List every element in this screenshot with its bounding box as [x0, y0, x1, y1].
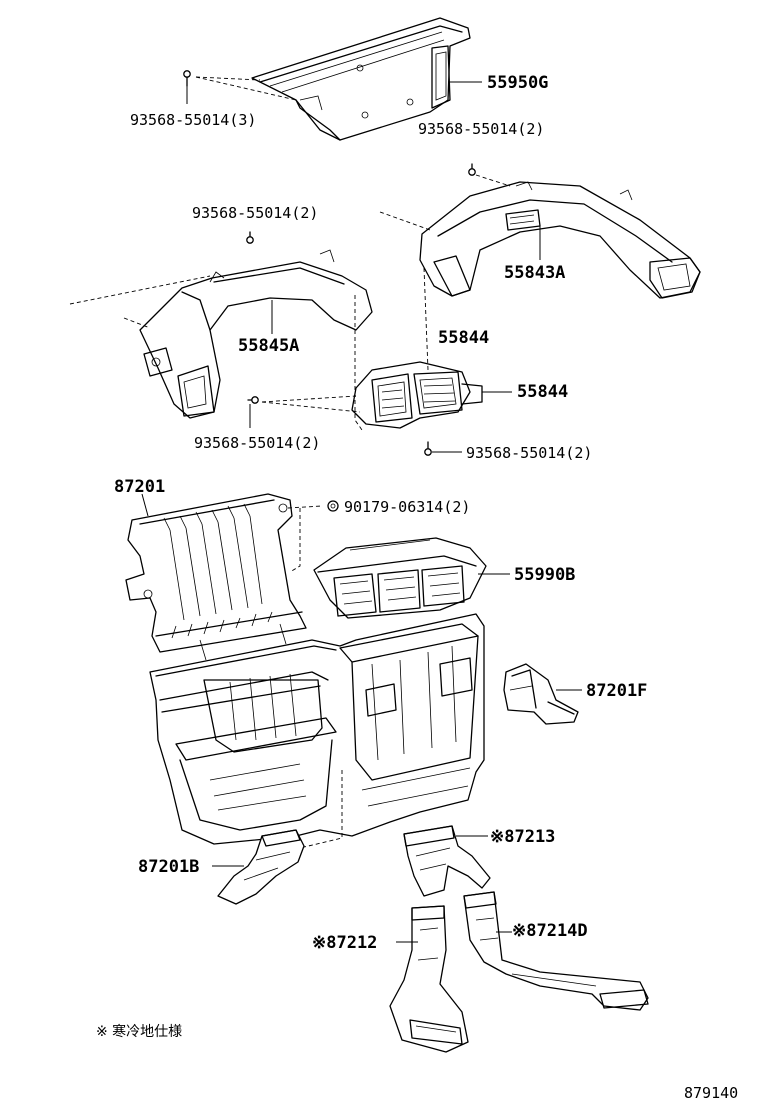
part-label-screw-lower-left: 93568-55014(2) [194, 434, 320, 452]
duct-87213[interactable] [403, 825, 491, 897]
part-label-screw-lower-right: 93568-55014(2) [466, 444, 592, 462]
part-label-screw-55843A: 93568-55014(2) [418, 120, 544, 138]
leader-line [141, 493, 149, 517]
air-duct-87201[interactable] [125, 493, 307, 653]
screw-icon [247, 396, 259, 404]
part-label-55844-lower: 55844 [517, 382, 568, 402]
part-label-screw-55845A: 93568-55014(2) [192, 204, 318, 222]
screw-icon [246, 231, 254, 244]
dashed-locator-line [261, 395, 361, 413]
center-register-55844[interactable] [351, 361, 483, 429]
part-label-87214D: ※87214D [512, 921, 588, 941]
part-label-87201: 87201 [114, 477, 165, 497]
duct-87214D[interactable] [463, 891, 649, 1011]
nut-icon [327, 500, 339, 512]
footnote-cold-climate-spec: ※ 寒冷地仕様 [96, 1023, 182, 1040]
figure-number: 879140 [684, 1084, 738, 1102]
duct-87212[interactable] [389, 905, 469, 1053]
part-label-55843A: 55843A [504, 263, 565, 283]
side-duct-55845A[interactable] [139, 249, 373, 419]
dashed-locator-line [287, 505, 323, 573]
dashed-locator-line [379, 174, 511, 231]
defroster-nozzle-55950G[interactable] [251, 17, 471, 141]
part-label-87213: ※87213 [490, 827, 555, 847]
part-label-55844-upper: 55844 [438, 328, 489, 348]
dashed-locator-line [299, 770, 343, 849]
side-duct-55843A[interactable] [419, 181, 701, 299]
part-label-55950G: 55950G [487, 73, 548, 93]
screw-icon [183, 70, 191, 87]
part-label-87212: ※87212 [312, 933, 377, 953]
part-label-55845A: 55845A [238, 336, 299, 356]
screw-icon [424, 441, 432, 456]
duct-87201B[interactable] [217, 829, 305, 905]
screw-icon [468, 163, 476, 176]
center-register-55990B[interactable] [313, 537, 487, 619]
part-label-55990B: 55990B [514, 565, 575, 585]
part-label-87201F: 87201F [586, 681, 647, 701]
part-label-87201B: 87201B [138, 857, 199, 877]
duct-87201F[interactable] [503, 663, 579, 725]
hvac-unit [149, 613, 485, 845]
part-label-screw-55950G: 93568-55014(3) [130, 111, 256, 129]
dashed-locator-line [354, 267, 429, 431]
part-label-nut-90179: 90179-06314(2) [344, 498, 470, 516]
dashed-locator-line [69, 275, 211, 329]
dashed-locator-line [195, 76, 297, 101]
